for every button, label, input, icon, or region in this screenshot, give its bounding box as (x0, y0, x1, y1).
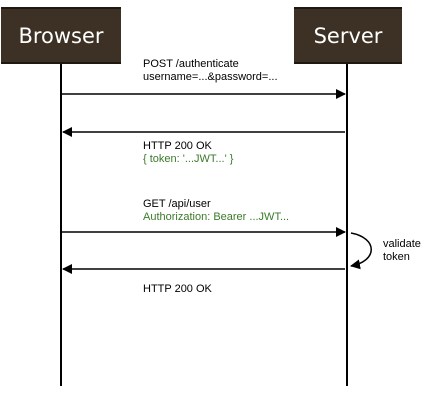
user-response-label: HTTP 200 OK (143, 283, 212, 296)
token-response-label: HTTP 200 OK { token: '...JWT...' } (143, 140, 233, 166)
token-response-line1: HTTP 200 OK (143, 140, 212, 152)
validate-token-line2: token (383, 251, 410, 263)
get-user-label: GET /api/user Authorization: Bearer ...J… (143, 198, 289, 224)
get-user-line1: GET /api/user (143, 198, 211, 210)
validate-token-note: validate token (383, 238, 421, 264)
post-authenticate-line2: username=...&password=... (143, 71, 278, 83)
server-lifeline (346, 64, 348, 386)
post-authenticate-label: POST /authenticate username=...&password… (143, 58, 278, 84)
get-user-line2: Authorization: Bearer ...JWT... (143, 211, 290, 223)
server-actor-box: Server (294, 7, 402, 64)
server-actor-label: Server (313, 23, 383, 48)
browser-actor-box: Browser (1, 7, 121, 64)
browser-lifeline (60, 64, 62, 386)
browser-actor-label: Browser (18, 23, 104, 48)
self-validate-arrow (350, 232, 372, 270)
user-response-line1: HTTP 200 OK (143, 283, 212, 295)
token-response-line2: { token: '...JWT...' } (143, 153, 234, 165)
post-authenticate-line1: POST /authenticate (143, 58, 239, 70)
validate-token-line1: validate (383, 238, 421, 250)
